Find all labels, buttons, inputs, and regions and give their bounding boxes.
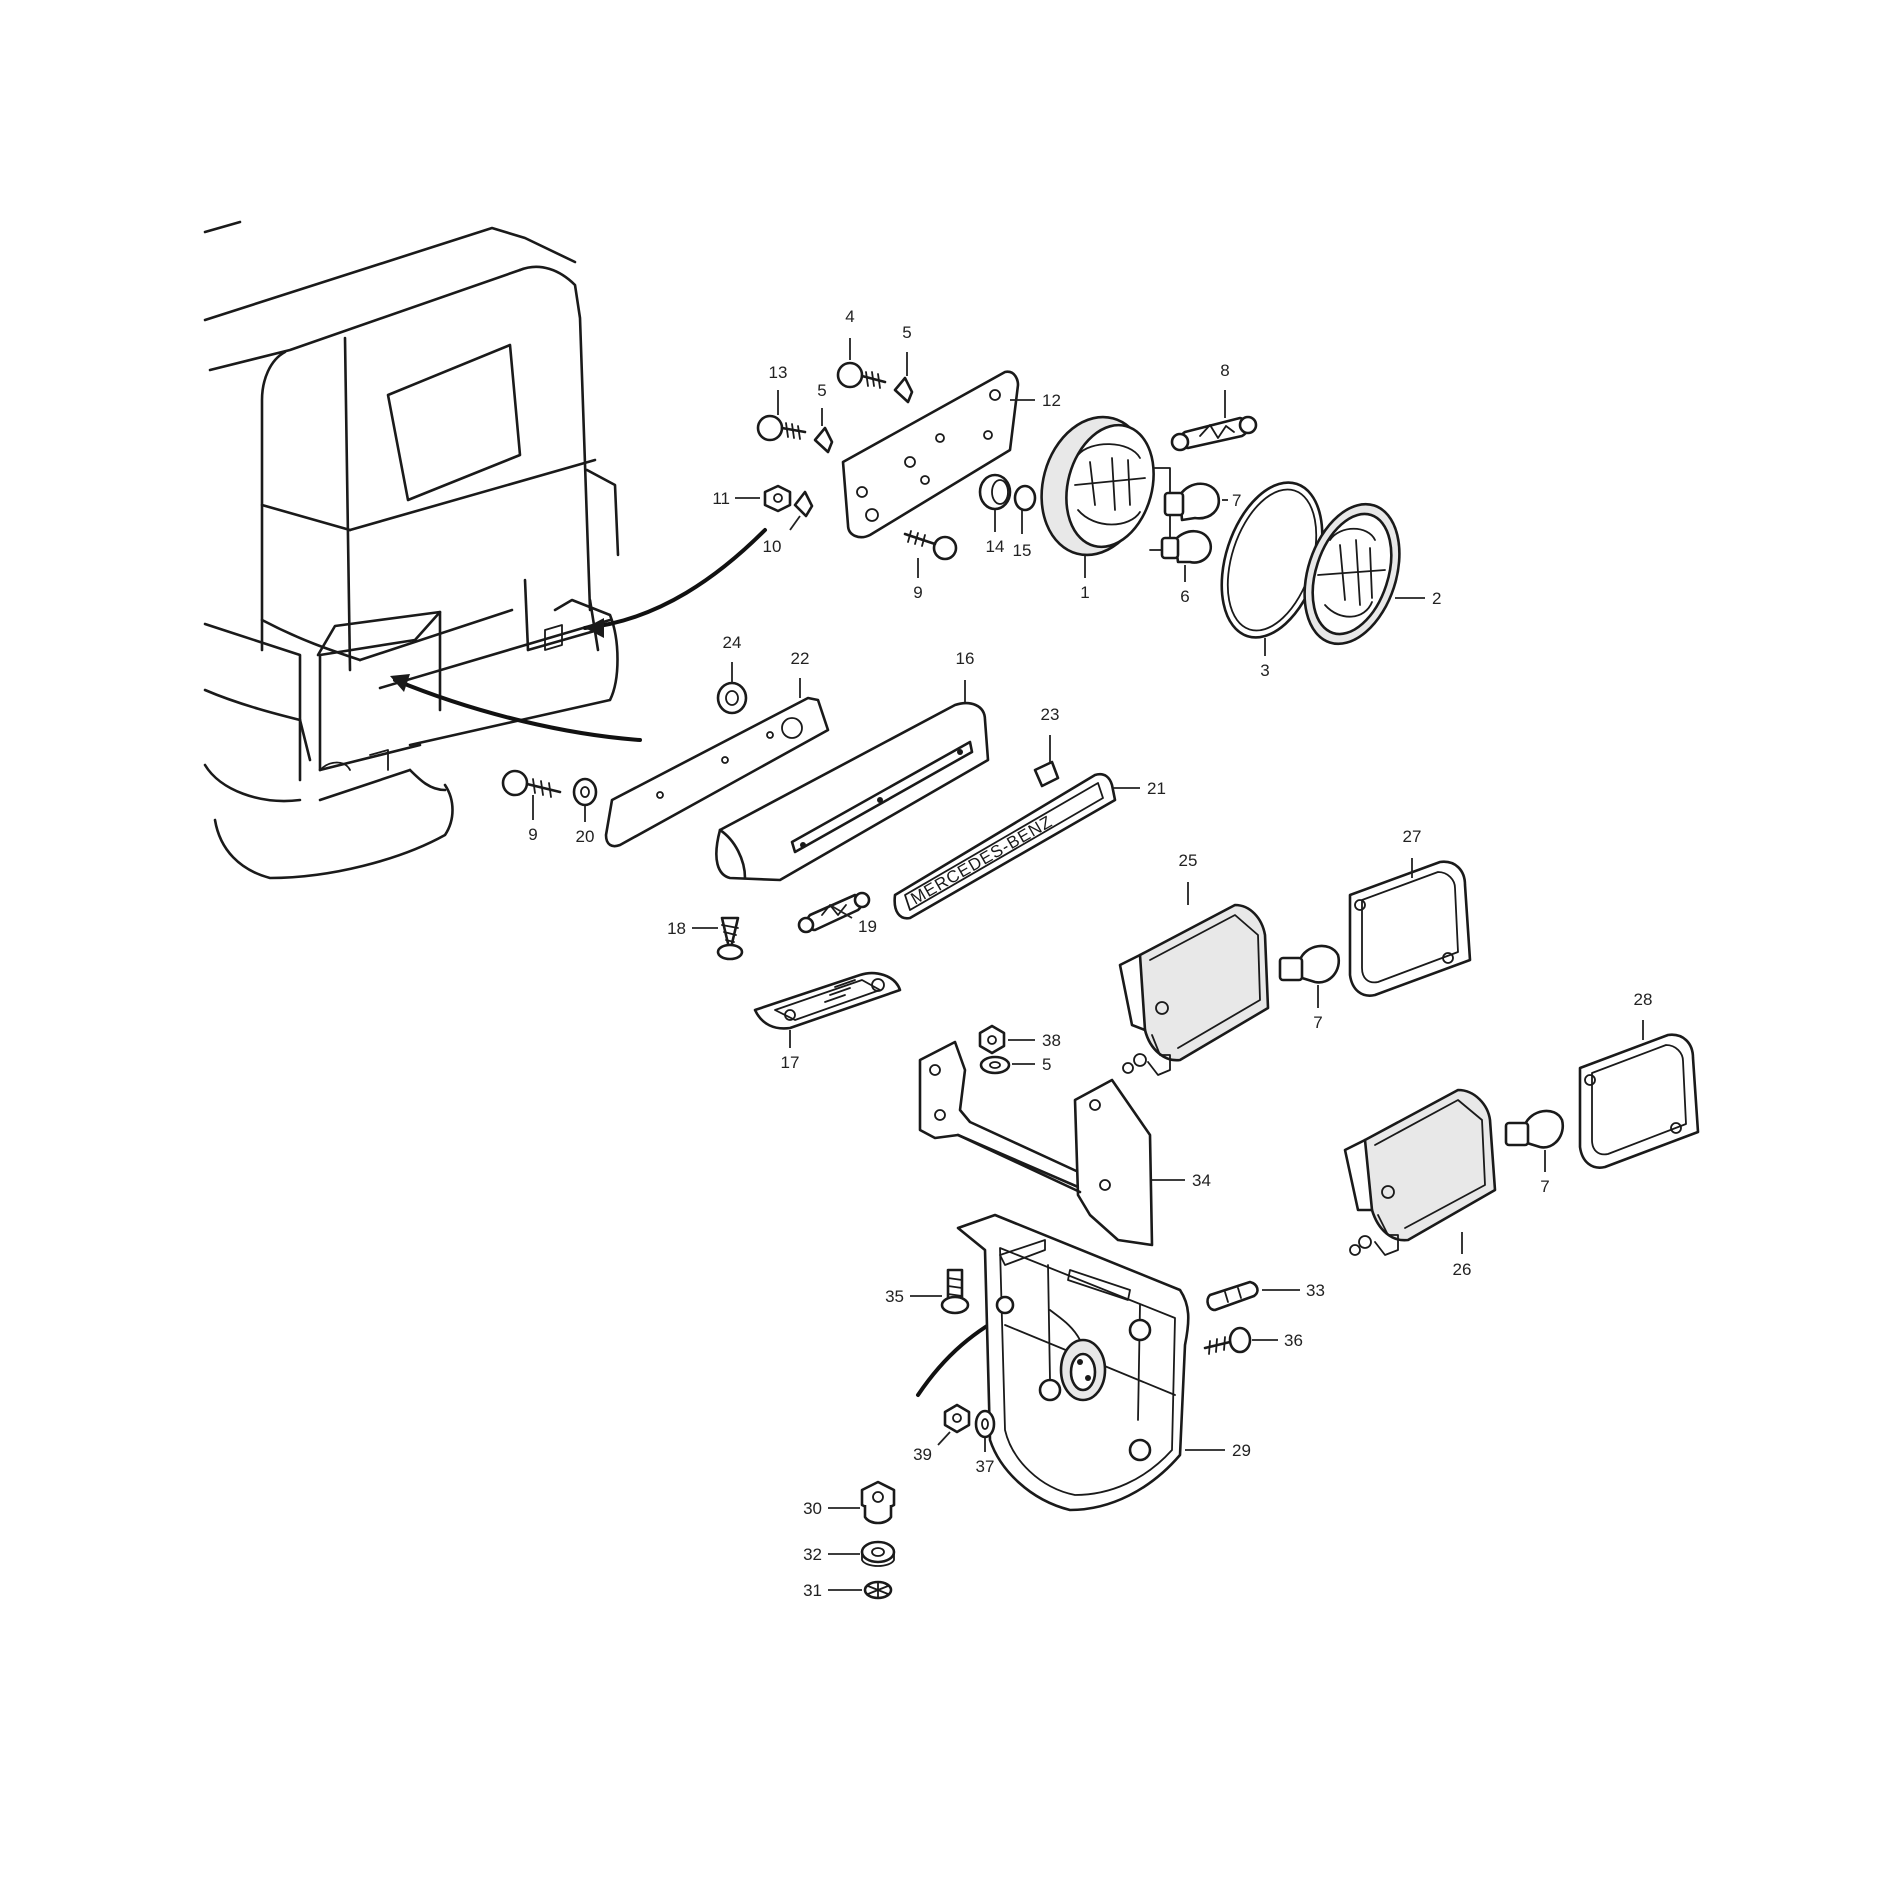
- arrowhead-1: [585, 618, 604, 638]
- callout-2: 2: [1432, 589, 1441, 608]
- emblem-text: MERCEDES-BENZ: [908, 812, 1056, 909]
- lens-frame-28: [1578, 1033, 1700, 1169]
- ring-32: [860, 1540, 896, 1567]
- lamp-housing-26: [1343, 1088, 1497, 1256]
- nut-11: [763, 484, 792, 513]
- callout-19: 19: [858, 917, 877, 936]
- washer-20: [572, 777, 598, 807]
- bulb-19: [797, 891, 871, 934]
- callout-9a: 9: [913, 583, 922, 602]
- screw-18: [716, 916, 744, 961]
- bushing-15: [1013, 484, 1037, 512]
- callout-25: 25: [1179, 851, 1198, 870]
- callout-18: 18: [667, 919, 686, 938]
- callout-15: 15: [1013, 541, 1032, 560]
- callout-31: 31: [803, 1581, 822, 1600]
- callout-3: 3: [1260, 661, 1269, 680]
- callout-32: 32: [803, 1545, 822, 1564]
- callout-34: 34: [1192, 1171, 1211, 1190]
- callout-8: 8: [1220, 361, 1229, 380]
- bulb-8: [1170, 415, 1258, 452]
- callout-17: 17: [781, 1053, 800, 1072]
- lockwasher-31: [863, 1580, 893, 1600]
- callout-9b: 9: [528, 825, 537, 844]
- screw-13: [756, 414, 807, 442]
- screw-9-lower: [501, 769, 562, 798]
- callout-21: 21: [1147, 779, 1166, 798]
- nut-38: [978, 1024, 1006, 1055]
- arrowhead-2: [390, 674, 410, 692]
- bracket-34: [918, 1040, 1154, 1247]
- bulb-6: [1160, 529, 1213, 564]
- vehicle-rear-body: [203, 220, 620, 880]
- callout-20: 20: [576, 827, 595, 846]
- lamp-housing-1: [1040, 415, 1171, 557]
- nut-39: [943, 1403, 971, 1434]
- callout-5c: 5: [1042, 1055, 1051, 1074]
- plate-22: [604, 696, 830, 848]
- callout-14: 14: [986, 537, 1005, 556]
- light-bar-16: [715, 701, 990, 882]
- callout-6: 6: [1180, 587, 1189, 606]
- callout-23: 23: [1041, 705, 1060, 724]
- callout-38: 38: [1042, 1031, 1061, 1050]
- callout-7a: 7: [1232, 491, 1241, 510]
- arrow-to-rear-panel: [583, 528, 767, 630]
- callout-39: 39: [913, 1445, 932, 1464]
- callout-5a: 5: [902, 323, 911, 342]
- callout-36: 36: [1284, 1331, 1303, 1350]
- bulb-7c: [1504, 1109, 1565, 1149]
- clip-23: [1033, 760, 1060, 788]
- callout-26: 26: [1453, 1260, 1472, 1279]
- clip-10: [793, 490, 814, 518]
- callout-24: 24: [723, 633, 742, 652]
- callout-35: 35: [885, 1287, 904, 1306]
- lamp-housing-25: [1118, 903, 1270, 1076]
- callout-16: 16: [956, 649, 975, 668]
- bolt-35: [940, 1268, 970, 1315]
- washer-5c: [979, 1055, 1011, 1075]
- bulb-7a: [1163, 482, 1221, 522]
- leader-19: [829, 904, 853, 919]
- lens-2: [1303, 502, 1401, 646]
- callout-29: 29: [1232, 1441, 1251, 1460]
- clip-5b: [813, 426, 834, 454]
- callout-4: 4: [845, 307, 854, 326]
- lens-frame-27: [1348, 860, 1472, 997]
- bulb-7b: [1278, 944, 1341, 984]
- screw-36: [1203, 1326, 1252, 1355]
- screw-4: [836, 361, 887, 389]
- screw-9-upper: [903, 530, 958, 561]
- nut-24: [716, 681, 748, 715]
- callout-10: 10: [763, 537, 782, 556]
- arrow-to-bumper-mount: [393, 678, 642, 742]
- callouts: 1 2 3 4 5 5 5 6 7 7 7 8 9: [528, 307, 1652, 1600]
- callout-1: 1: [1080, 583, 1089, 602]
- callout-11: 11: [712, 489, 730, 508]
- callout-12: 12: [1042, 391, 1061, 410]
- leader-39: [937, 1431, 951, 1446]
- callout-7b: 7: [1313, 1013, 1322, 1032]
- callout-22: 22: [791, 649, 810, 668]
- mounting-plate-29: [956, 1213, 1190, 1512]
- clip-5a: [893, 376, 914, 404]
- grommet-14: [978, 473, 1012, 511]
- callout-37: 37: [976, 1457, 995, 1476]
- callout-13: 13: [769, 363, 788, 382]
- washer-37: [974, 1409, 996, 1439]
- callout-7c: 7: [1540, 1177, 1549, 1196]
- bulb-33: [1206, 1280, 1259, 1312]
- callout-28: 28: [1634, 990, 1653, 1009]
- mounting-plate-12: [841, 370, 1020, 539]
- nut-30: [860, 1480, 896, 1525]
- callout-5b: 5: [817, 381, 826, 400]
- callout-33: 33: [1306, 1281, 1325, 1300]
- callout-27: 27: [1403, 827, 1422, 846]
- leader-10: [789, 515, 801, 531]
- lens-17: [753, 971, 902, 1030]
- callout-30: 30: [803, 1499, 822, 1518]
- assembly-arrows: [390, 528, 1018, 1397]
